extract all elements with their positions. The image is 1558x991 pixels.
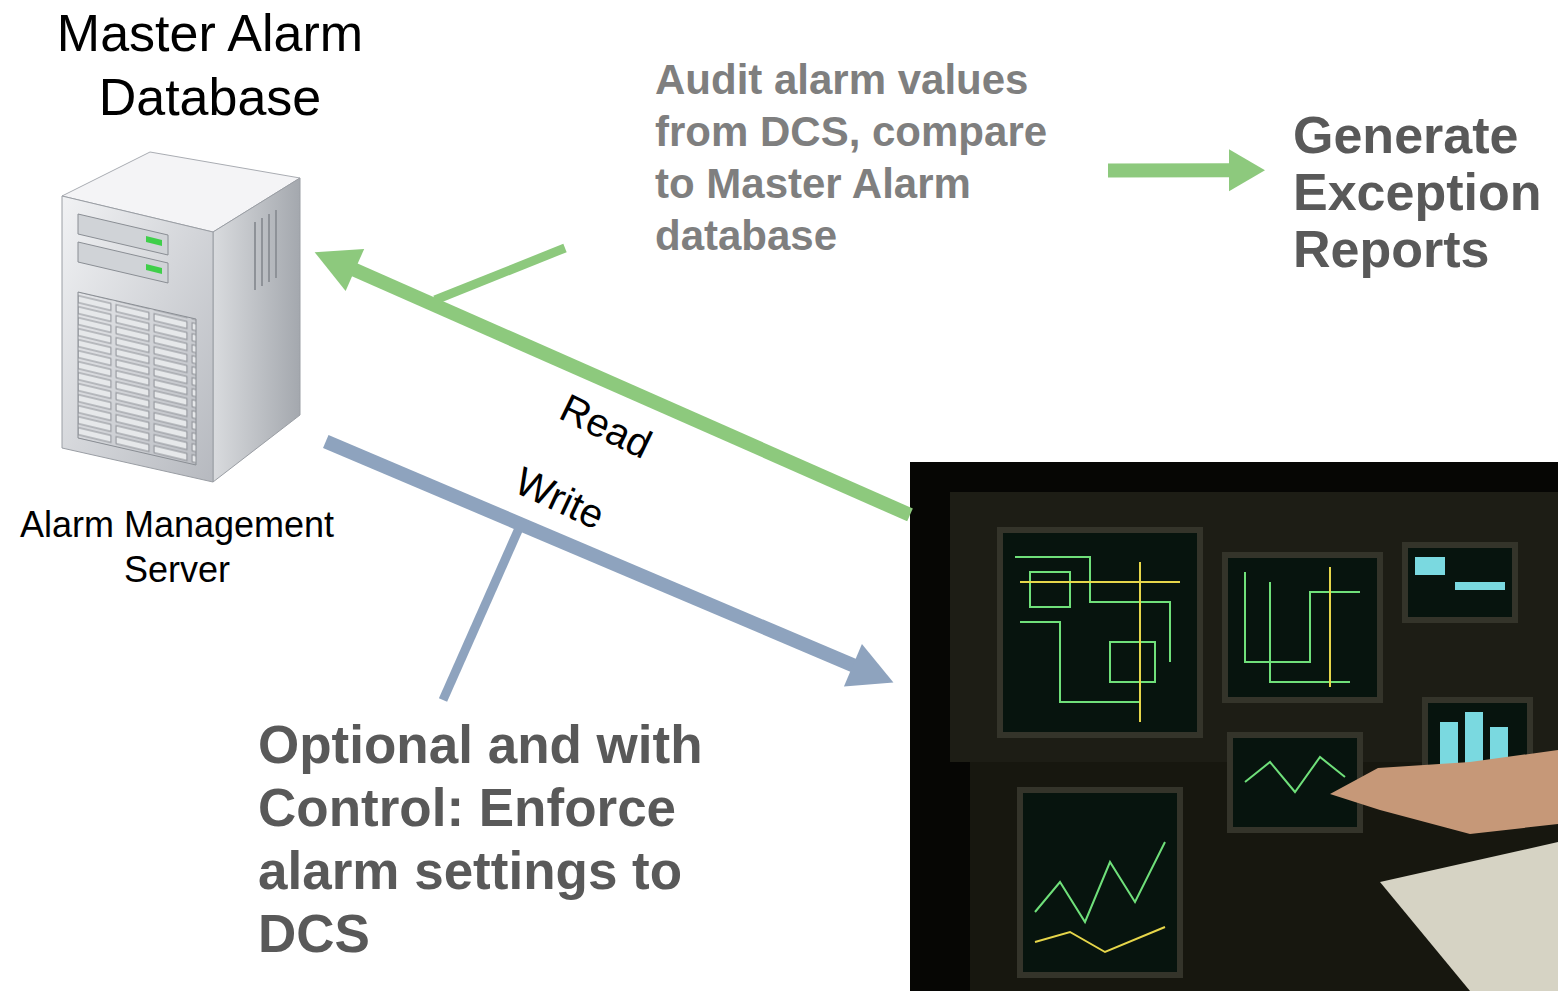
write-arrow (326, 441, 894, 686)
screen (1230, 735, 1360, 830)
schematic-line (1020, 622, 1140, 702)
screen (1020, 790, 1180, 975)
connector-line (1108, 163, 1231, 177)
callout-text: Audit alarm values from DCS, compare to … (655, 54, 1080, 262)
schematic-box (1110, 642, 1155, 682)
leader-line (435, 248, 565, 300)
status-light (146, 236, 162, 246)
schematic-line (1270, 582, 1350, 682)
readout (1455, 582, 1505, 590)
schematic-line (1245, 572, 1360, 662)
connector-line (326, 441, 855, 666)
trend-line (1035, 927, 1165, 952)
side-vents (255, 210, 276, 290)
schematic-line (1020, 581, 1180, 583)
schematic-line (1139, 562, 1141, 722)
result-text: Generate Exception Reports (1293, 107, 1555, 278)
connector-line (353, 269, 910, 515)
arrow-head (1229, 149, 1265, 191)
server-node: Master Alarm DatabaseAlarm Management Se… (60, 150, 300, 480)
screen-graphics (1015, 557, 1360, 922)
vent-line (268, 214, 270, 282)
schematic-box (1030, 572, 1070, 607)
screen (1225, 555, 1380, 700)
screen-graphics (1415, 557, 1508, 777)
photo-ground (910, 462, 1558, 991)
dcs-node (910, 462, 1558, 991)
dcs-console-photo (910, 462, 1558, 991)
arrow-head (315, 249, 365, 291)
vent-line (261, 218, 263, 286)
drive-bay (78, 242, 168, 283)
note-text: Optional and with Control: Enforce alarm… (258, 713, 728, 965)
screen (1405, 545, 1515, 620)
readout (1415, 557, 1445, 575)
arrow-head (844, 644, 893, 686)
node-heading: Master Alarm Database (20, 1, 400, 129)
schematic-line (1015, 557, 1170, 662)
trend-line (1035, 842, 1165, 922)
hand (1330, 750, 1558, 834)
screen-graphics (1020, 562, 1330, 952)
vent-line (254, 222, 256, 290)
callout-node: Audit alarm values from DCS, compare to … (655, 54, 1080, 262)
report-arrow (1108, 149, 1265, 191)
vent-line (275, 210, 277, 278)
screen (1000, 530, 1200, 735)
edge-label: Write (508, 458, 611, 539)
trend-line (1245, 757, 1345, 792)
server-side (213, 178, 300, 482)
edge-label: Read (553, 384, 659, 467)
leader-line (443, 526, 520, 700)
keyboard (1380, 842, 1558, 991)
node-caption: Alarm Management Server (7, 502, 347, 592)
server-vents (78, 292, 196, 465)
schematic-line (1329, 567, 1331, 687)
result-node: Generate Exception Reports (1293, 107, 1555, 278)
status-light (146, 264, 162, 274)
server-front (62, 196, 213, 482)
